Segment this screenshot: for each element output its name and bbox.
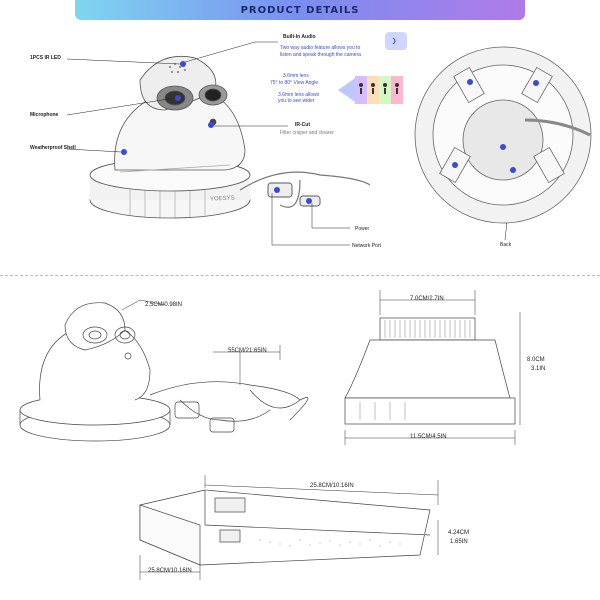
- speech-icon: [385, 32, 407, 50]
- label-weatherproof-shell: Weatherproof Shell: [30, 145, 76, 151]
- dim-top-width: 7.0CM/2.7IN: [410, 296, 444, 302]
- label-lens-4: you to see wider: [278, 98, 315, 104]
- dim-height-cm: 8.0CM: [527, 357, 545, 363]
- leader-lines: [66, 41, 514, 246]
- label-built-in-audio: Built-In Audio: [283, 34, 316, 40]
- label-lens-1: 3.6mm lens: [283, 73, 309, 79]
- label-back: Back: [500, 242, 512, 248]
- nvr-box: [139, 489, 431, 566]
- view-angle-rays: [338, 76, 403, 104]
- label-power: Power: [355, 226, 370, 232]
- people-icons: [359, 83, 399, 94]
- label-audio-desc-2: listen and speak through the camera: [280, 52, 361, 58]
- dim-cable-length: 55CM/21.65IN: [228, 348, 267, 354]
- banner-title: PRODUCT DETAILS: [240, 4, 360, 16]
- camera-cable: [239, 171, 371, 208]
- label-ir-led: 1PCS IR LED: [30, 55, 61, 61]
- section-divider: [0, 275, 600, 276]
- label-lens-3: 3.6mm lens allows: [278, 92, 320, 98]
- dome-camera-back: [414, 46, 592, 224]
- dim-nvr-top: 25.8CM/10.16IN: [310, 483, 354, 489]
- label-network-port: Network Port: [352, 243, 381, 249]
- dim-lines-right: [344, 290, 521, 445]
- nvr-dots: [259, 539, 401, 547]
- dim-nvr-bottom: 25.8CM/10.16IN: [148, 568, 192, 574]
- dome-camera-front: [89, 55, 251, 219]
- label-lens-2: 75° to 80° View Angle: [270, 80, 319, 86]
- camera-side-profile: [344, 317, 516, 425]
- label-ir-cut: IR-Cut: [295, 122, 310, 128]
- dim-nvr-height-in: 1.65IN: [450, 539, 468, 545]
- label-microphone: Microphone: [30, 112, 59, 118]
- nvr-dim-lines: [139, 475, 439, 580]
- mic-grille-dots: [169, 63, 186, 73]
- label-audio-desc-1: Two way audio feature allows you to: [280, 45, 361, 51]
- dim-height-in: 3.1IN: [531, 366, 546, 372]
- label-ir-cut-desc: Filter crisper and clearer: [280, 130, 334, 136]
- dim-lens-diameter: 2.5CM/0.98IN: [145, 302, 183, 308]
- product-details-banner: PRODUCT DETAILS: [75, 0, 525, 20]
- dim-base-width: 11.5CM/4.5IN: [410, 434, 447, 440]
- dim-lines-left: [121, 299, 281, 385]
- back-markers: [452, 79, 539, 173]
- dim-nvr-height-cm: 4.24CM: [448, 530, 470, 536]
- camera-line-drawing: [19, 302, 309, 442]
- feature-markers: [121, 61, 312, 204]
